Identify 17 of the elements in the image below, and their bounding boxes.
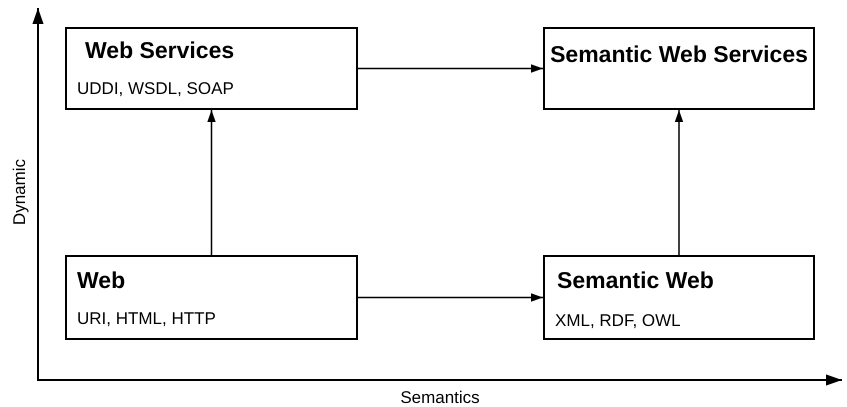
- box-title: Web Services: [85, 37, 234, 64]
- technology-list: UDDI, WSDL, SOAP: [77, 79, 234, 99]
- x-axis-title: Semantics: [400, 388, 480, 407]
- technology-list: URI, HTML, HTTP: [77, 309, 216, 329]
- concept-box: [543, 255, 815, 340]
- arrow: [674, 110, 684, 255]
- y-axis-title: Dynamic: [10, 158, 30, 226]
- technology-list: XML, RDF, OWL: [555, 311, 681, 331]
- concept-box: [65, 255, 358, 340]
- box-title: Semantic Web Services: [549, 41, 809, 68]
- arrow: [358, 64, 543, 73]
- concept-box: [543, 27, 815, 110]
- box-title: Semantic Web: [557, 267, 714, 294]
- concept-box: [65, 27, 358, 110]
- arrow: [207, 110, 216, 255]
- arrow: [358, 293, 543, 302]
- box-title: Web: [77, 267, 126, 294]
